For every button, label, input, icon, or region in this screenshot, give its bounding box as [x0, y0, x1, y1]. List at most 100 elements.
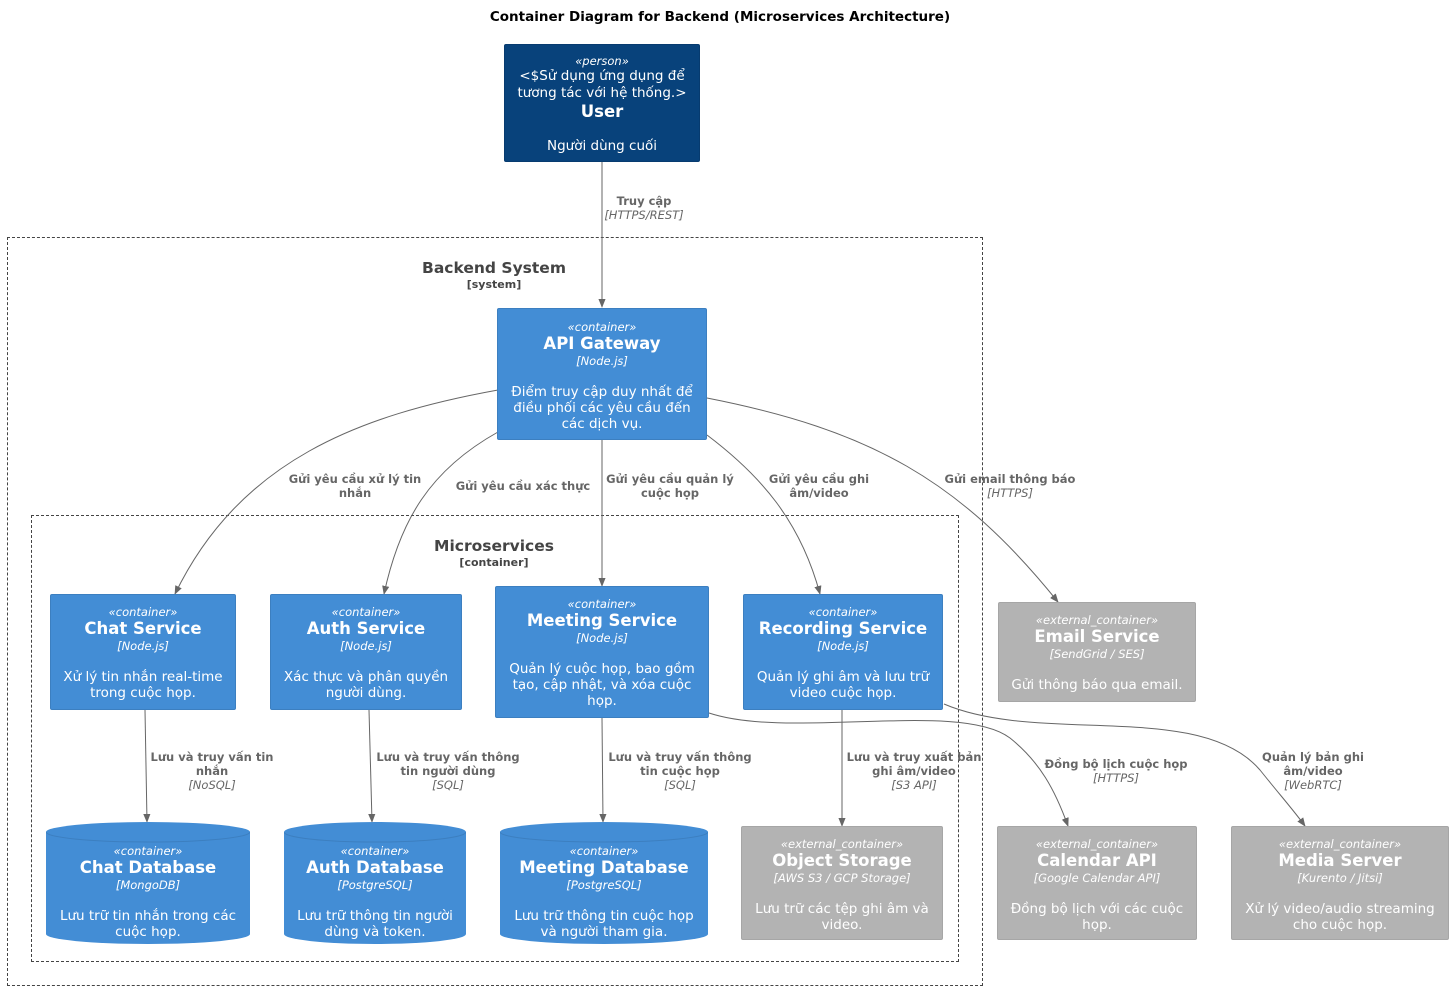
label-text: Gửi yêu cầu quản lý cuộc họp [606, 472, 734, 500]
stereotype: «person» [575, 54, 629, 68]
node-name: Auth Service [306, 619, 426, 638]
cylinder-shape [500, 822, 708, 944]
node-tech: [Node.js] [117, 639, 169, 653]
node-name: Chat Database [79, 858, 217, 877]
auth-service-node: «container» Auth Service [Node.js] Xác t… [270, 594, 462, 710]
node-description: Người dùng cuối [546, 138, 658, 154]
label-protocol: [HTTPS] [1093, 771, 1139, 785]
label-meeting-calendar: Đồng bộ lịch cuộc họp [HTTPS] [1036, 757, 1196, 785]
stereotype: «external_container» [1035, 613, 1159, 627]
node-tech: [PostgreSQL] [337, 878, 413, 892]
label-recording-storage: Lưu và truy xuất bản ghi âm/video [S3 AP… [840, 750, 988, 792]
node-tech: [SendGrid / SES] [1049, 647, 1145, 661]
person-label: <$Sử dụng ứng dụng để tương tác với hệ t… [517, 68, 687, 101]
stereotype: «container» [113, 844, 183, 858]
node-description: Lưu trữ thông tin người dùng và token. [297, 908, 453, 940]
auth-database-node: «container» Auth Database [PostgreSQL] L… [284, 822, 466, 944]
label-text: Đồng bộ lịch cuộc họp [1044, 757, 1188, 771]
label-gateway-chat: Gửi yêu cầu xử lý tin nhắn [278, 472, 432, 500]
backend-system-type: [system] [466, 278, 522, 291]
node-name: API Gateway [543, 334, 661, 353]
label-protocol: [NoSQL] [188, 778, 236, 792]
stereotype: «container» [808, 605, 878, 619]
stereotype: «container» [108, 605, 178, 619]
node-name: Calendar API [1037, 851, 1157, 870]
node-description: Lưu trữ các tệp ghi âm và video. [755, 901, 929, 933]
stereotype: «external_container» [1278, 837, 1402, 851]
node-description: Xử lý tin nhắn real-time trong cuộc họp. [63, 669, 223, 701]
label-text: Gửi yêu cầu ghi âm/video [768, 472, 870, 500]
node-tech: [Kurento / Jitsi] [1297, 871, 1383, 885]
edge-gateway-chat [174, 389, 499, 595]
label-text: Gửi yêu cầu xử lý tin nhắn [288, 472, 422, 500]
node-description: Đồng bộ lịch với các cuộc họp. [1010, 901, 1184, 933]
label-gateway-auth: Gửi yêu cầu xác thực [447, 479, 599, 493]
node-tech: [Node.js] [576, 354, 628, 368]
stereotype: «external_container» [1035, 837, 1159, 851]
label-text: Truy cập [616, 194, 672, 208]
node-tech: [Node.js] [817, 639, 869, 653]
recording-service-node: «container» Recording Service [Node.js] … [743, 594, 943, 710]
label-text: Lưu và truy vấn tin nhắn [150, 750, 274, 778]
stereotype: «container» [567, 320, 637, 334]
edge-gateway-auth [382, 431, 499, 595]
email-service-node: «external_container» Email Service [Send… [998, 602, 1196, 702]
meeting-database-node: «container» Meeting Database [PostgreSQL… [500, 822, 708, 944]
backend-system-boundary [7, 237, 983, 986]
edge-meeting-calendar [708, 712, 1069, 827]
node-description: Xử lý video/audio streaming cho cuộc họp… [1245, 901, 1435, 933]
label-text: Lưu và truy vấn thông tin người dùng [376, 750, 520, 778]
edge-chat-db [143, 709, 151, 823]
calendar-api-node: «external_container» Calendar API [Googl… [997, 826, 1197, 940]
label-user-gateway: Truy cập [HTTPS/REST] [584, 194, 704, 222]
label-text: Gửi yêu cầu xác thực [455, 479, 591, 493]
label-protocol: [SQL] [432, 778, 464, 792]
label-auth-db: Lưu và truy vấn thông tin người dùng [SQ… [366, 750, 530, 792]
stereotype: «container» [569, 844, 639, 858]
edge-gateway-email [706, 397, 1059, 603]
object-storage-node: «external_container» Object Storage [AWS… [741, 826, 943, 940]
node-tech: [Node.js] [340, 639, 392, 653]
node-name: Email Service [1034, 627, 1160, 646]
node-name: Meeting Service [526, 611, 678, 630]
label-protocol: [HTTPS] [987, 486, 1033, 500]
edge-auth-db [368, 709, 376, 823]
media-server-node: «external_container» Media Server [Kuren… [1231, 826, 1449, 940]
label-protocol: [SQL] [664, 778, 696, 792]
node-tech: [Google Calendar API] [1033, 871, 1161, 885]
label-protocol: [HTTPS/REST] [604, 208, 684, 222]
label-text: Quản lý bản ghi âm/video [1262, 750, 1364, 778]
label-text: Lưu và truy xuất bản ghi âm/video [846, 750, 982, 778]
label-protocol: [WebRTC] [1284, 778, 1342, 792]
node-description: Xác thực và phân quyền người dùng. [283, 669, 449, 701]
node-name: Meeting Database [519, 858, 689, 877]
label-text: Gửi email thông báo [944, 472, 1076, 486]
label-recording-media: Quản lý bản ghi âm/video [WebRTC] [1250, 750, 1376, 792]
label-meeting-db: Lưu và truy vấn thông tin cuộc họp [SQL] [600, 750, 760, 792]
stereotype: «external_container» [780, 837, 904, 851]
diagram-title: Container Diagram for Backend (Microserv… [489, 9, 951, 25]
api-gateway-node: «container» API Gateway [Node.js] Điểm t… [497, 308, 707, 440]
microservices-title: Microservices [434, 537, 554, 555]
label-gateway-meeting: Gửi yêu cầu quản lý cuộc họp [600, 472, 740, 500]
label-text: Lưu và truy vấn thông tin cuộc họp [608, 750, 752, 778]
node-name: Chat Service [84, 619, 202, 638]
node-description: Quản lý cuộc họp, bao gồm tạo, cập nhật,… [509, 661, 695, 709]
label-chat-db: Lưu và truy vấn tin nhắn [NoSQL] [142, 750, 282, 792]
chat-service-node: «container» Chat Service [Node.js] Xử lý… [50, 594, 236, 710]
node-description: Gửi thông báo qua email. [1011, 677, 1183, 693]
node-tech: [Node.js] [576, 631, 628, 645]
node-tech: [AWS S3 / GCP Storage] [773, 871, 911, 885]
microservices-type: [container] [459, 556, 529, 569]
stereotype: «container» [340, 844, 410, 858]
backend-system-title: Backend System [422, 259, 566, 277]
meeting-service-node: «container» Meeting Service [Node.js] Qu… [495, 586, 709, 718]
node-name: Media Server [1278, 851, 1402, 870]
node-name: Auth Database [306, 858, 444, 877]
label-gateway-email: Gửi email thông báo [HTTPS] [935, 472, 1085, 500]
cylinder-shape [46, 822, 250, 944]
chat-database-node: «container» Chat Database [MongoDB] Lưu … [46, 822, 250, 944]
node-description: Quản lý ghi âm và lưu trữ video cuộc họp… [756, 669, 930, 701]
node-description: Lưu trữ thông tin cuộc họp và người tham… [514, 908, 694, 940]
cylinder-shape [284, 822, 466, 944]
